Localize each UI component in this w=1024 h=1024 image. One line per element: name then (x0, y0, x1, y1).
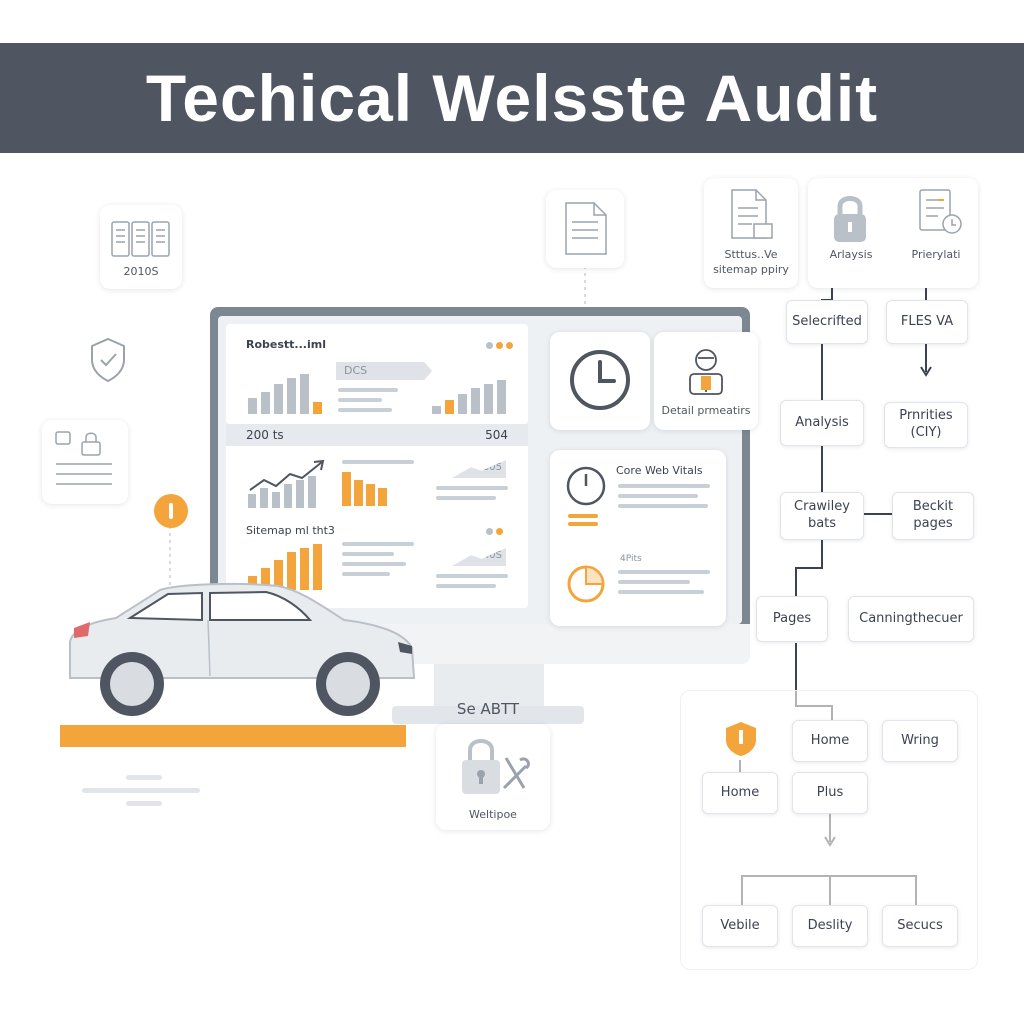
bar-chart-icon (248, 368, 324, 414)
flow-node-pages[interactable]: Pages (756, 596, 828, 642)
clock-icon (570, 350, 630, 410)
document-grid-icon (111, 221, 170, 257)
webpage-security-card: Weltipoe (436, 724, 550, 830)
sitemap-title: Sitemap ml tht3 (246, 524, 335, 537)
sparkline-value: 40S (482, 550, 502, 561)
beckit-line1: Beckit (912, 499, 954, 515)
status-dot (506, 342, 513, 349)
flow-node-analysis[interactable]: Analysis (780, 400, 864, 446)
status-dot (486, 342, 493, 349)
alert-icon (154, 494, 188, 528)
lock-icon (462, 739, 530, 794)
crawley-line2: bats (807, 516, 837, 531)
detail-parameters-label: Detail prmeatirs (661, 404, 751, 417)
errors-count: 504 (485, 428, 508, 442)
flow-node-vebile[interactable]: Vebile (702, 905, 778, 947)
motion-line (126, 801, 162, 806)
flow-node-beckit[interactable]: Beckit pages (892, 492, 974, 540)
shield-icon (91, 337, 125, 383)
dcs-label: DCS (344, 364, 368, 377)
status-dot (496, 342, 503, 349)
robots-panel: Robestt...iml DCS (226, 324, 528, 424)
title-banner: Techical Welsste Audit (0, 43, 1024, 153)
archive-card: 2010S (100, 205, 182, 289)
motion-line (126, 775, 162, 780)
priorities-line2: (CIY) (910, 425, 942, 440)
area-sparkline: 40S (452, 548, 506, 566)
document-card (546, 190, 624, 268)
gauge-icon (566, 466, 606, 506)
flow-node-home-left[interactable]: Home (702, 772, 778, 814)
monitor-base (392, 706, 584, 724)
flow-node-secucs[interactable]: Secucs (882, 905, 958, 947)
analysis-card-label: Arlaysis (829, 248, 873, 261)
trend-panel: 305 (226, 446, 528, 518)
bar-chart-icon (342, 472, 402, 506)
dcs-tag: DCS (336, 362, 432, 380)
bar-chart-icon (432, 380, 512, 414)
stand-label: Se ABTT (456, 700, 520, 718)
analysis-priority-card: Arlaysis Prierylati (808, 178, 978, 288)
area-sparkline: 305 (452, 460, 506, 478)
sitemap-priority-label: sitemap ppiry (713, 263, 789, 276)
bar-chart-icon (248, 544, 328, 590)
flow-node-home-right[interactable]: Home (792, 720, 868, 762)
shield-alert-icon (726, 722, 756, 756)
monitor-neck (434, 664, 544, 708)
pie-icon (567, 565, 605, 603)
flow-node-fles-va[interactable]: FLES VA (886, 300, 968, 344)
user-icon (689, 349, 723, 395)
flow-node-canning[interactable]: Canningthecuer (848, 596, 974, 642)
clock-card (550, 332, 650, 430)
road-strip (60, 725, 406, 747)
motion-line (82, 788, 200, 793)
line-chart-icon (248, 459, 325, 508)
flow-node-crawley[interactable]: Crawiley bats (780, 492, 864, 540)
beckit-line2: pages (913, 516, 953, 531)
status-sitemap-card: Stttus..Ve sitemap ppiry (704, 178, 798, 288)
flow-node-wring[interactable]: Wring (882, 720, 958, 762)
flow-node-deslity[interactable]: Deslity (792, 905, 868, 947)
core-web-vitals-card: Core Web Vitals 4Pits (550, 450, 726, 626)
archive-label: 2010S (123, 265, 159, 278)
detail-parameters-card: Detail prmeatirs (654, 332, 758, 430)
sparkline-value: 305 (482, 462, 502, 473)
document-icon (565, 202, 607, 255)
flow-node-selected[interactable]: Selecrifted (786, 300, 868, 344)
status-dot (496, 528, 503, 535)
flow-node-priorities[interactable]: Prnrities (CIY) (884, 402, 968, 448)
checklist-icon (919, 189, 962, 234)
lock-document-icon (55, 431, 112, 485)
status-label: Stttus..Ve (724, 248, 778, 261)
document-icon (731, 189, 773, 239)
core-web-vitals-title: Core Web Vitals (616, 464, 703, 477)
car-icon (69, 582, 416, 716)
priorities-line1: Prnrities (899, 408, 953, 424)
status-dot (486, 528, 493, 535)
lock-icon (834, 196, 866, 242)
vitals-sub-label: 4Pits (620, 554, 642, 564)
priority-label: Prierylati (911, 248, 961, 261)
panel-summary-row: 200 ts 504 (226, 424, 528, 446)
webpage-label: Weltipoe (469, 808, 517, 821)
security-doc-card (42, 420, 128, 504)
page-title: Techical Welsste Audit (145, 61, 879, 135)
flow-node-plus[interactable]: Plus (792, 772, 868, 814)
robots-title: Robestt...iml (246, 338, 326, 351)
crawley-line1: Crawiley (794, 499, 850, 515)
pages-count: 200 ts (246, 428, 284, 442)
